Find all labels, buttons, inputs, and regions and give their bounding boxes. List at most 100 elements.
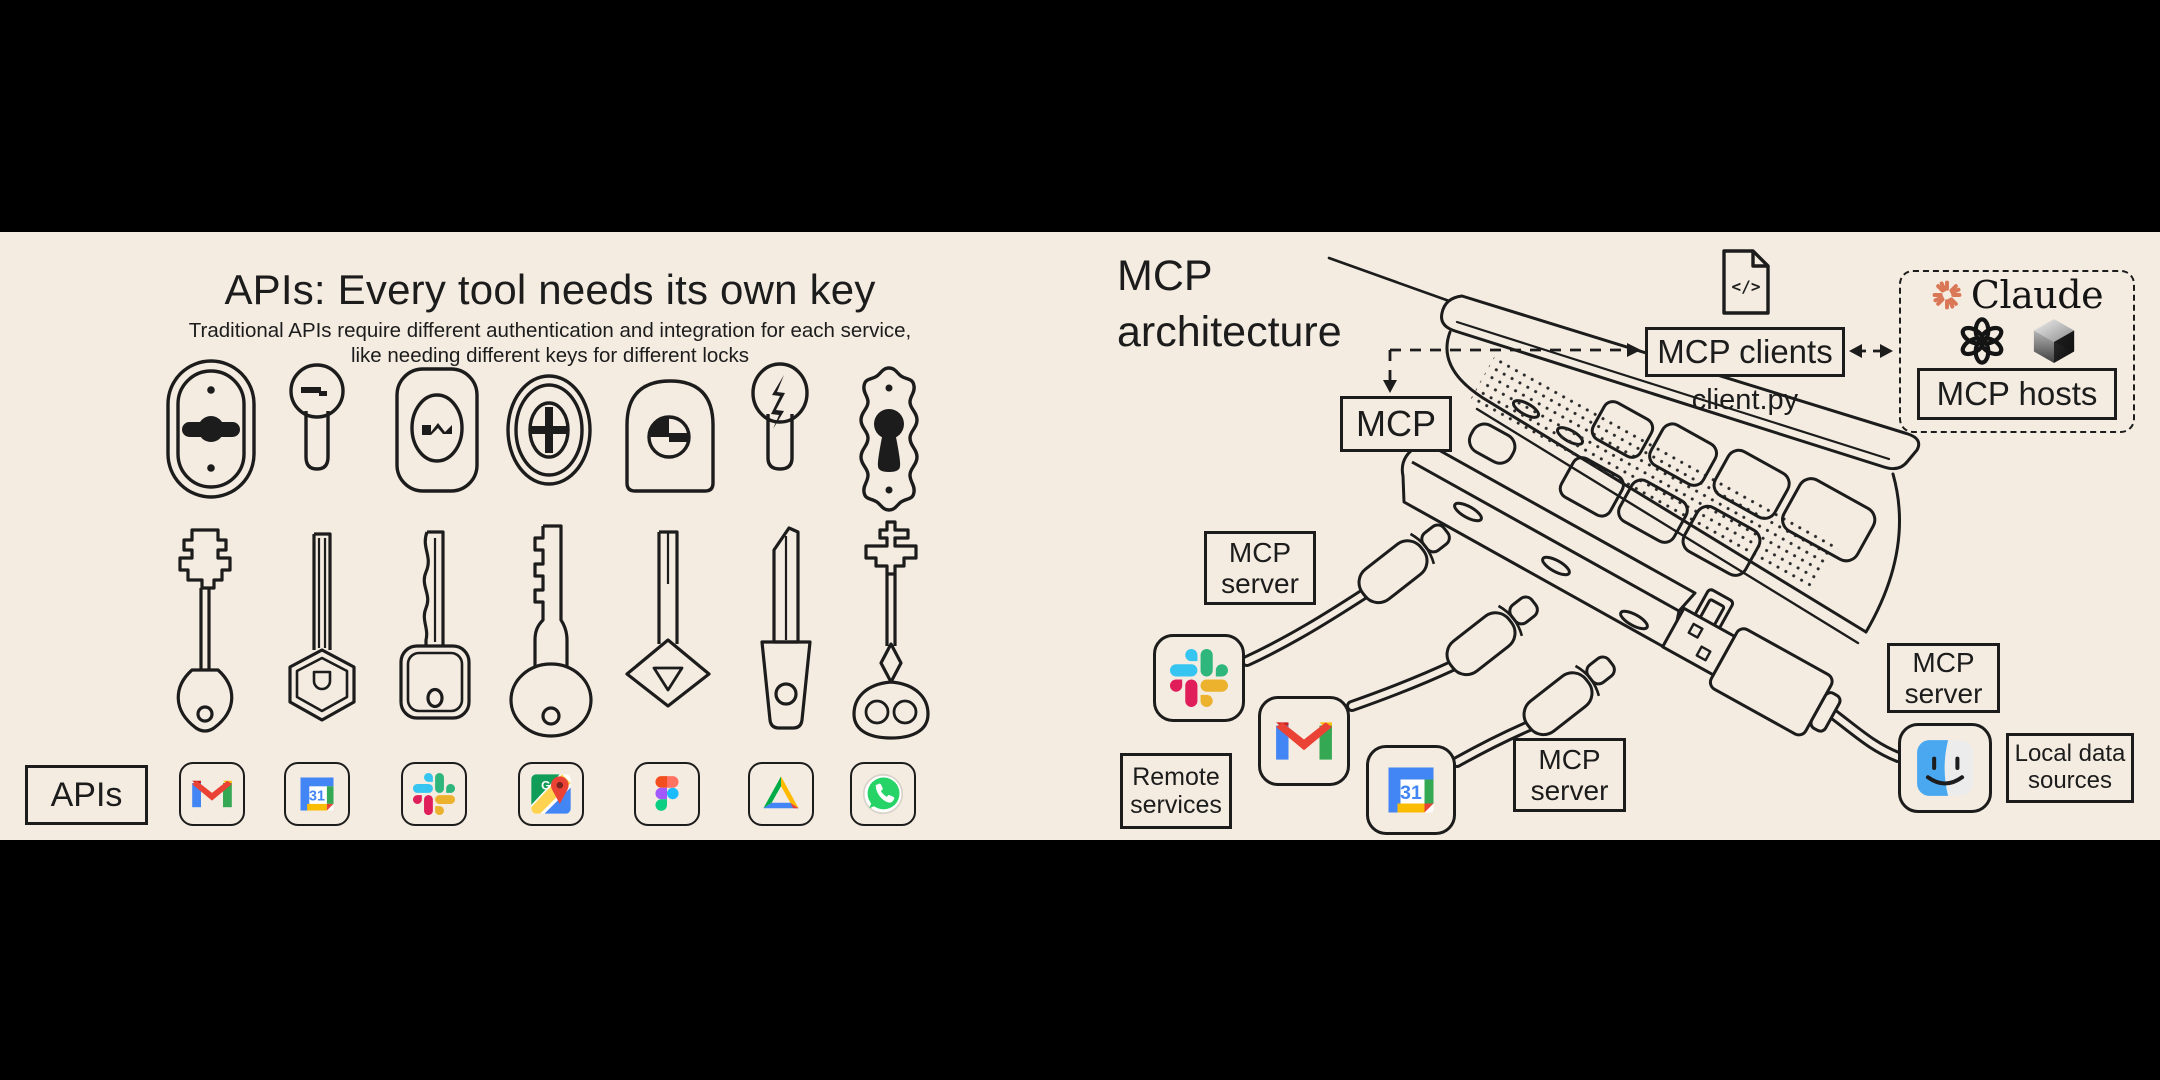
google-maps-tile[interactable]: G — [518, 762, 584, 826]
left-panel-title: APIs: Every tool needs its own key — [224, 266, 876, 313]
subtitle-line-1: Traditional APIs require different authe… — [188, 319, 912, 342]
cable-slack — [1241, 588, 1370, 667]
yale-key-icon — [399, 530, 471, 720]
laptop-speaker-grille — [1470, 352, 1840, 593]
laptop-body-right-edge — [1864, 472, 1901, 634]
castle-bit-skeleton-key-icon — [176, 528, 234, 733]
google-calendar-tile-right[interactable]: 31 — [1366, 745, 1456, 835]
subtitle-line-2: like needing different keys for differen… — [350, 344, 750, 367]
hub-port-2 — [1541, 555, 1571, 577]
cursor-logo-icon — [2033, 318, 2075, 364]
keyboard-key — [1781, 477, 1877, 563]
cylinder-slot-lock-icon — [289, 363, 345, 471]
laptop-illustration — [1327, 256, 1921, 645]
mcp-server-box-remote-1: MCP server — [1204, 531, 1316, 605]
arrowhead-left-icon — [1849, 344, 1862, 358]
openai-logo-icon — [1960, 317, 2004, 365]
mcp-hosts-box: MCP hosts — [1917, 368, 2117, 420]
local-data-sources-box: Local data sources — [2006, 733, 2134, 803]
dashed-arrows — [1383, 343, 1893, 393]
concentric-cross-lock-icon — [506, 374, 592, 486]
gmail-tile[interactable] — [179, 762, 245, 826]
remote-services-box: Remote services — [1120, 753, 1232, 829]
google-calendar-icon: 31 — [300, 777, 334, 811]
cables — [1241, 588, 1904, 768]
usbc-connectors — [1357, 523, 1842, 737]
google-maps-icon: G — [531, 774, 571, 814]
arch-pie-lock-icon — [625, 379, 715, 493]
svg-text:</>: </> — [1732, 277, 1761, 296]
usbc-connector-gmail — [1445, 595, 1539, 677]
antique-double-loop-key-icon — [852, 520, 930, 740]
usbc-connector-slack — [1357, 523, 1451, 605]
google-drive-icon — [763, 776, 799, 809]
slack-tile-right[interactable] — [1153, 634, 1245, 722]
gmail-tile-right[interactable] — [1258, 696, 1350, 786]
usb-a-plug — [1661, 606, 1842, 737]
whatsapp-icon — [862, 773, 904, 815]
cable-calendar — [1451, 720, 1535, 768]
ornate-keyhole-lock-icon — [859, 366, 919, 512]
zigzag-cylinder-lock-icon — [751, 362, 809, 471]
right-panel-title: MCP architecture — [1117, 248, 1342, 360]
rounded-card-squiggle-lock-icon — [395, 367, 479, 493]
apis-label-box: APIs — [25, 765, 148, 825]
laptop-lid-back-edge — [1327, 256, 1454, 304]
keyboard-key — [1617, 478, 1689, 544]
locks-row — [166, 359, 919, 512]
claude-logo: Claude — [1921, 273, 2113, 317]
oval-bow-notched-key-icon — [509, 524, 593, 738]
svg-text:G: G — [541, 779, 550, 793]
keyboard-key — [1558, 456, 1625, 518]
google-calendar-icon: 31 — [1388, 767, 1434, 813]
gmail-icon — [192, 780, 232, 808]
laptop-lid-accent-line — [1455, 320, 1891, 461]
laptop-keyboard-keys — [1558, 400, 1877, 577]
code-file-icon: </> — [1722, 249, 1770, 315]
laptop-body-front-edge-2 — [1475, 407, 1860, 645]
hub-uplink-connector — [1467, 422, 1517, 465]
keyboard-key — [1681, 504, 1762, 577]
keyboard-key — [1712, 448, 1791, 520]
gmail-icon — [1276, 722, 1332, 760]
figma-tile[interactable] — [634, 762, 700, 826]
google-calendar-tile[interactable]: 31 — [284, 762, 350, 826]
mcp-label-box: MCP — [1340, 396, 1452, 452]
mcp-server-box-remote-2: MCP server — [1513, 738, 1626, 812]
arrowhead-right-icon — [1627, 343, 1641, 357]
whatsapp-tile[interactable] — [850, 762, 916, 826]
left-panel-subtitle: Traditional APIs require different authe… — [110, 318, 990, 368]
figma-icon — [655, 776, 679, 811]
finder-icon — [1917, 740, 1973, 796]
laptop-lid — [1440, 294, 1921, 471]
arrowhead-down-icon — [1383, 380, 1397, 393]
diamond-bow-key-icon — [625, 530, 711, 708]
cable-finder — [1827, 708, 1904, 763]
mcp-clients-box: MCP clients — [1645, 327, 1845, 377]
arrowhead-right2-icon — [1880, 344, 1893, 358]
google-drive-tile[interactable] — [748, 762, 814, 826]
oval-escutcheon-lock-icon — [166, 359, 256, 499]
hexagon-bow-key-icon — [288, 532, 356, 722]
keyboard-key — [1648, 422, 1719, 487]
cable-gmail — [1346, 660, 1458, 712]
svg-text:31: 31 — [309, 789, 325, 805]
usbc-connector-calendar — [1522, 655, 1616, 737]
client-py-label: client.py — [1691, 384, 1799, 416]
finder-tile[interactable] — [1898, 723, 1992, 813]
hub-top-front-edge — [1411, 460, 1680, 613]
svg-text:31: 31 — [1400, 782, 1422, 804]
mcp-server-box-local: MCP server — [1887, 643, 2000, 713]
claude-wordmark: Claude — [1970, 273, 2104, 317]
hub-port-1 — [1453, 501, 1483, 523]
keys-row — [176, 520, 930, 740]
keyboard-key — [1590, 400, 1655, 459]
slack-tile[interactable] — [401, 762, 467, 826]
right-title-line-2: architecture — [1117, 308, 1342, 356]
right-title-line-1: MCP — [1117, 252, 1213, 300]
slack-icon — [413, 773, 455, 815]
trapezoid-bow-key-icon — [760, 526, 812, 730]
hub-port-3 — [1619, 609, 1649, 631]
